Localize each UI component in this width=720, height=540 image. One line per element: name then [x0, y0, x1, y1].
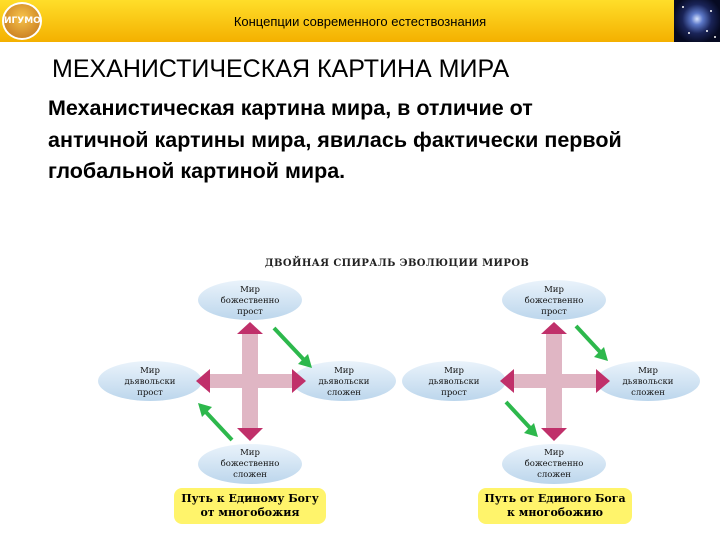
path-label-left: Путь к Единому Богу от многобожия: [174, 492, 326, 520]
path-label-left-line1: Путь к Единому Богу: [174, 492, 326, 506]
header-bar: ИГУМО Концепции современного естествозна…: [0, 0, 720, 42]
node-label-right-left: Мир дьявольски сложен: [310, 366, 378, 399]
path-label-right: Путь от Единого Бога к многобожию: [478, 492, 632, 520]
green-arrow-line: [204, 410, 232, 440]
path-label-right-line2: к многобожию: [478, 506, 632, 520]
arrow-left-head: [196, 369, 210, 393]
node-label-bottom-right: Мир божественно сложен: [520, 448, 588, 481]
node-label-top-left: Мир божественно прост: [216, 285, 284, 318]
green-arrow-line: [274, 328, 306, 362]
node-label-top-right: Мир божественно прост: [520, 285, 588, 318]
arrow-down-head: [541, 428, 567, 441]
horizontal-arrow-bar: [512, 374, 598, 388]
node-label-left-left: Мир дьявольски прост: [116, 366, 184, 399]
node-label-bottom-left: Мир божественно сложен: [216, 448, 284, 481]
double-spiral-diagram: ДВОЙНАЯ СПИРАЛЬ ЭВОЛЮЦИИ МИРОВ Мир божес…: [92, 248, 702, 533]
green-arrow-line: [576, 326, 602, 354]
horizontal-arrow-bar: [208, 374, 294, 388]
body-text: Механистическая картина мира, в отличие …: [48, 93, 628, 188]
galaxy-image: [674, 0, 720, 42]
node-label-left-right: Мир дьявольски прост: [420, 366, 488, 399]
green-arrow-line: [506, 402, 532, 430]
node-label-right-right: Мир дьявольски сложен: [614, 366, 682, 399]
header-title: Концепции современного естествознания: [0, 14, 720, 29]
path-label-left-line2: от многобожия: [174, 506, 326, 520]
arrow-up-head: [237, 322, 263, 334]
slide-title: МЕХАНИСТИЧЕСКАЯ КАРТИНА МИРА: [52, 55, 509, 84]
arrow-down-head: [237, 428, 263, 441]
diagram-title: ДВОЙНАЯ СПИРАЛЬ ЭВОЛЮЦИИ МИРОВ: [92, 258, 702, 269]
path-label-right-line1: Путь от Единого Бога: [478, 492, 632, 506]
arrow-up-head: [541, 322, 567, 334]
arrow-left-head: [500, 369, 514, 393]
